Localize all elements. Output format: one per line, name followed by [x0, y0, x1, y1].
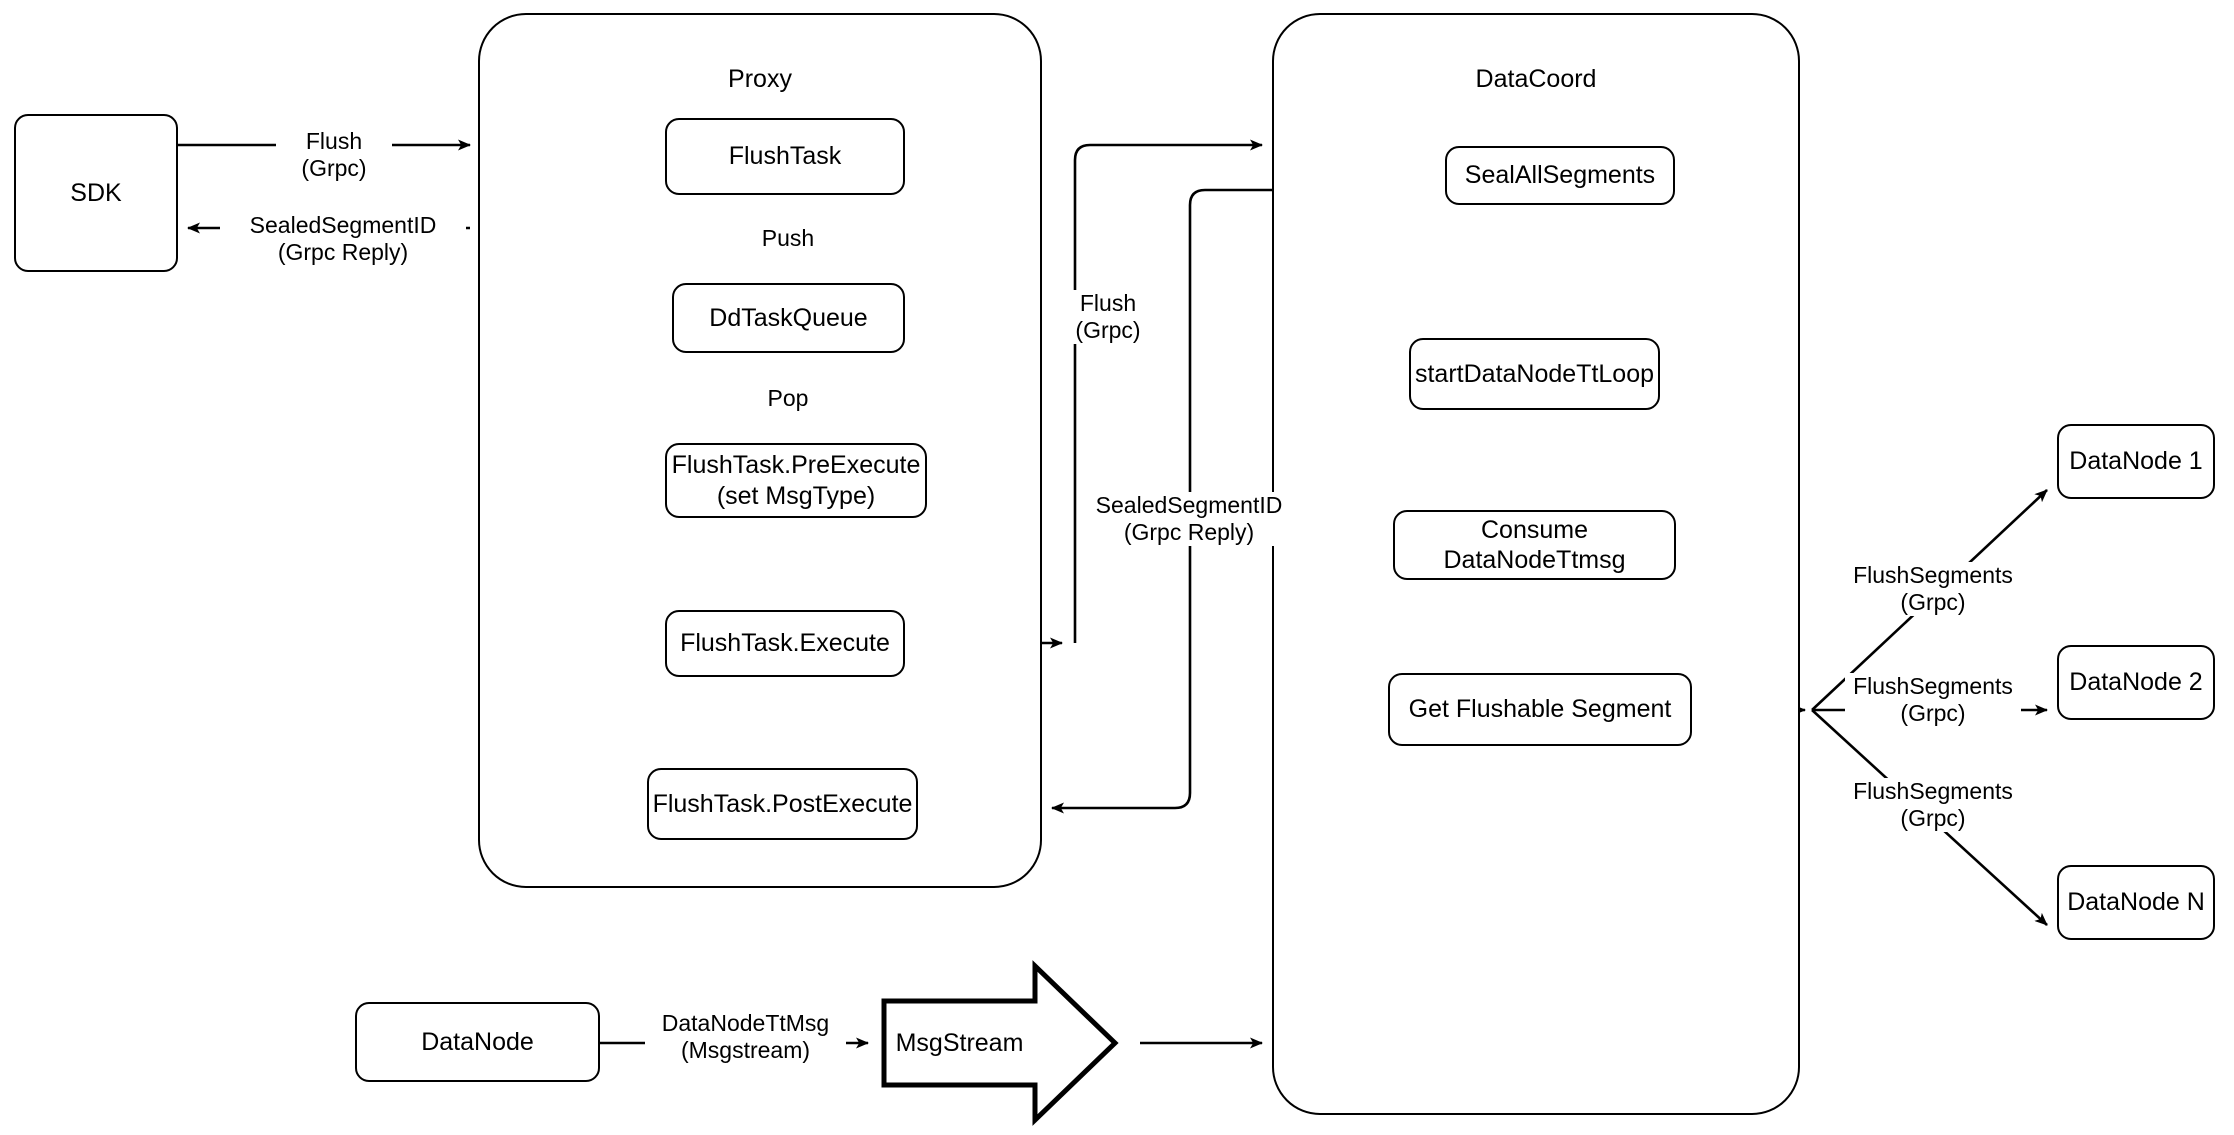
- node-get-flushable-segment[interactable]: Get Flushable Segment: [1388, 673, 1692, 746]
- edge-label-pop: Pop: [742, 385, 834, 413]
- node-seal-all-segments[interactable]: SealAllSegments: [1445, 146, 1675, 205]
- node-start-datanode-tt-loop[interactable]: startDataNodeTtLoop: [1409, 338, 1660, 410]
- node-datanode-2[interactable]: DataNode 2: [2057, 645, 2215, 720]
- node-datanode-n[interactable]: DataNode N: [2057, 865, 2215, 940]
- node-flush-task-execute[interactable]: FlushTask.Execute: [665, 610, 905, 677]
- edge-label-proxy-to-datacoord: Flush (Grpc): [1050, 290, 1166, 345]
- edge-label-proxy-to-sdk: SealedSegmentID (Grpc Reply): [220, 212, 466, 267]
- edge-label-flush-segments-n: FlushSegments (Grpc): [1845, 778, 2021, 833]
- node-sdk[interactable]: SDK: [14, 114, 178, 272]
- node-datanode-1[interactable]: DataNode 1: [2057, 424, 2215, 499]
- container-proxy-title: Proxy: [728, 65, 792, 93]
- container-datacoord-title: DataCoord: [1475, 65, 1597, 93]
- edge-label-flush-segments-2: FlushSegments (Grpc): [1845, 673, 2021, 728]
- node-consume-datanode-ttmsg[interactable]: Consume DataNodeTtmsg: [1393, 510, 1676, 580]
- edge-label-push: Push: [738, 225, 838, 253]
- node-flush-task-postexecute[interactable]: FlushTask.PostExecute: [647, 768, 918, 840]
- node-flush-task-preexecute[interactable]: FlushTask.PreExecute (set MsgType): [665, 443, 927, 518]
- node-datanode-bottom[interactable]: DataNode: [355, 1002, 600, 1082]
- node-dd-task-queue[interactable]: DdTaskQueue: [672, 283, 905, 353]
- edge-label-sdk-to-proxy: Flush (Grpc): [276, 128, 392, 183]
- edge-label-datacoord-to-proxy: SealedSegmentID (Grpc Reply): [1086, 492, 1292, 547]
- node-msgstream-label: MsgStream: [895, 1029, 1024, 1057]
- node-flush-task[interactable]: FlushTask: [665, 118, 905, 195]
- edge-label-datanode-to-msgstream: DataNodeTtMsg (Msgstream): [645, 1010, 846, 1065]
- edge-label-flush-segments-1: FlushSegments (Grpc): [1845, 562, 2021, 617]
